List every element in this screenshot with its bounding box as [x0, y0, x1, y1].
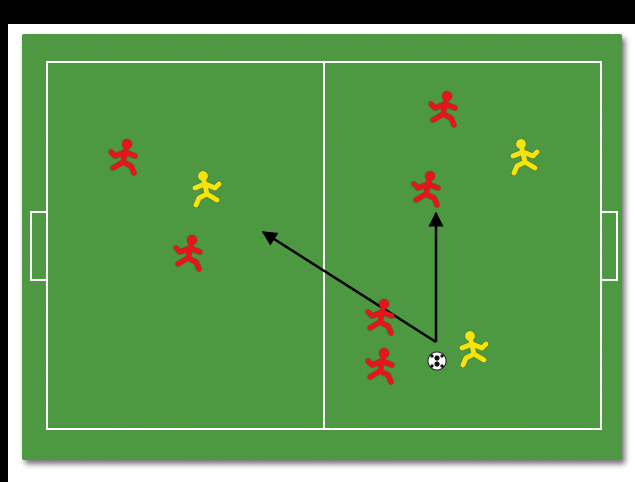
pitch-grass [22, 34, 622, 460]
soccer-ball-icon [428, 352, 446, 370]
